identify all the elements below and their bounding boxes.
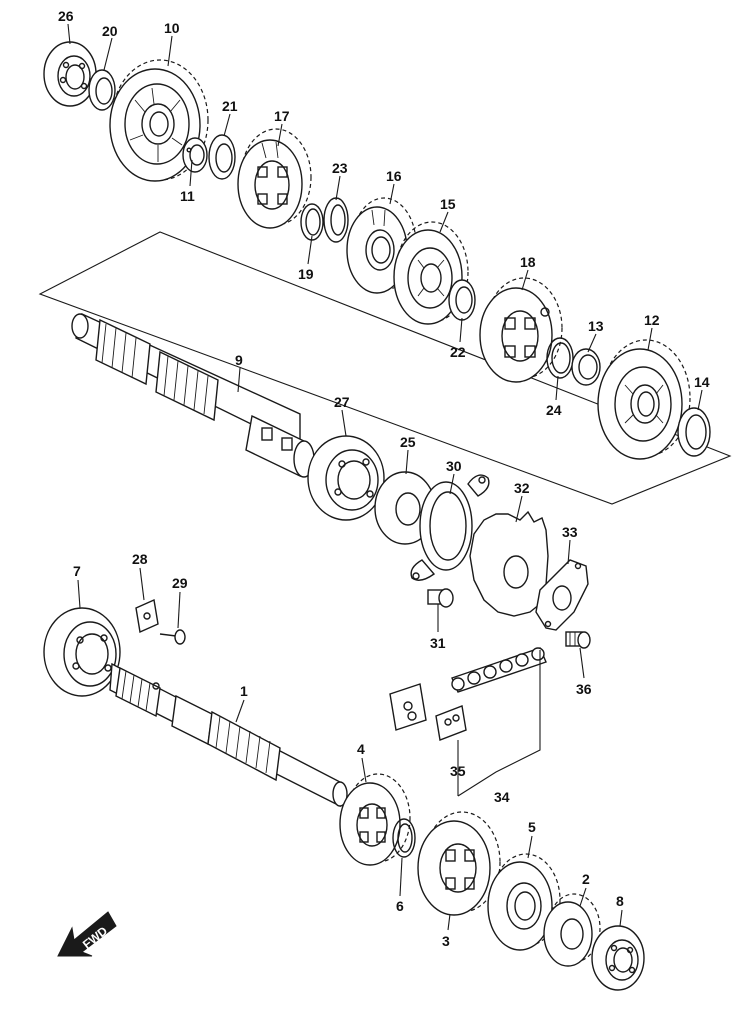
callout-32: 32 (514, 480, 530, 496)
gear-10 (109, 59, 209, 182)
callout-2: 2 (582, 871, 590, 887)
retainer-plate-33 (535, 559, 589, 631)
sprocket-32 (469, 510, 549, 617)
callout-31: 31 (430, 635, 446, 651)
callout-8: 8 (616, 893, 624, 909)
leader-lines (67, 23, 703, 931)
master-link-35 (389, 683, 467, 741)
callout-17: 17 (274, 108, 290, 124)
callout-33: 33 (562, 524, 578, 540)
callout-26: 26 (58, 8, 74, 24)
mainshaft-1 (109, 662, 348, 808)
callout-5: 5 (528, 819, 536, 835)
callout-29: 29 (172, 575, 188, 591)
callout-7: 7 (73, 563, 81, 579)
countershaft-9 (71, 313, 315, 478)
bearing-27 (307, 435, 385, 521)
gear-12 (597, 339, 691, 460)
callout-4: 4 (357, 741, 365, 757)
callout-30: 30 (446, 458, 462, 474)
bushing-11 (182, 137, 208, 173)
callout-6: 6 (396, 898, 404, 914)
countershaft-assembly-frame (38, 231, 732, 505)
bolt-31 (427, 588, 454, 608)
circlip-19 (300, 203, 324, 241)
callout-13: 13 (588, 318, 604, 334)
screw-29 (159, 629, 186, 645)
callout-18: 18 (520, 254, 536, 270)
callout-27: 27 (334, 394, 350, 410)
bearing-8 (591, 925, 645, 991)
gear-2 (543, 893, 601, 967)
circlip-24 (546, 337, 574, 379)
callout-11: 11 (180, 188, 195, 204)
callout-3: 3 (442, 933, 450, 949)
gear-4 (339, 773, 411, 866)
callout-14: 14 (694, 374, 710, 390)
bolt-36 (565, 631, 591, 649)
gear-5 (487, 853, 561, 951)
washer-14 (677, 407, 711, 457)
callout-20: 20 (102, 23, 118, 39)
callout-21: 21 (222, 98, 238, 114)
callout-36: 36 (576, 681, 592, 697)
plate-28 (135, 598, 159, 634)
callout-labels: 26 20 10 21 11 17 23 19 16 15 18 22 13 1… (58, 8, 710, 949)
bushing-13 (571, 348, 601, 386)
arrow-down-left-icon (57, 911, 117, 957)
callout-34: 34 (494, 789, 510, 805)
washer-23 (323, 197, 349, 243)
bearing-7 (43, 607, 121, 697)
callout-10: 10 (164, 20, 180, 36)
drive-chain-34 (451, 647, 547, 693)
callout-28: 28 (132, 551, 148, 567)
washer-20 (88, 69, 116, 111)
washer-22 (448, 279, 476, 321)
callout-15: 15 (440, 196, 456, 212)
callout-22: 22 (450, 344, 466, 360)
washer-21 (208, 134, 236, 180)
lock-plate-30 (410, 474, 490, 581)
callout-12: 12 (644, 312, 660, 328)
gear-16 (346, 197, 417, 294)
callout-1: 1 (240, 683, 248, 699)
callout-35: 35 (450, 763, 466, 779)
callout-25: 25 (400, 434, 416, 450)
callout-23: 23 (332, 160, 348, 176)
gear-3 (417, 811, 501, 916)
callout-16: 16 (386, 168, 402, 184)
fwd-direction-marker: FWD (57, 911, 117, 957)
gear-18 (479, 277, 563, 383)
bearing-26 (43, 41, 97, 107)
callout-19: 19 (298, 266, 314, 282)
circlip-6 (392, 818, 416, 858)
gear-15 (393, 221, 469, 325)
callout-24: 24 (546, 402, 562, 418)
callout-9: 9 (235, 352, 243, 368)
gear-17 (237, 128, 312, 229)
